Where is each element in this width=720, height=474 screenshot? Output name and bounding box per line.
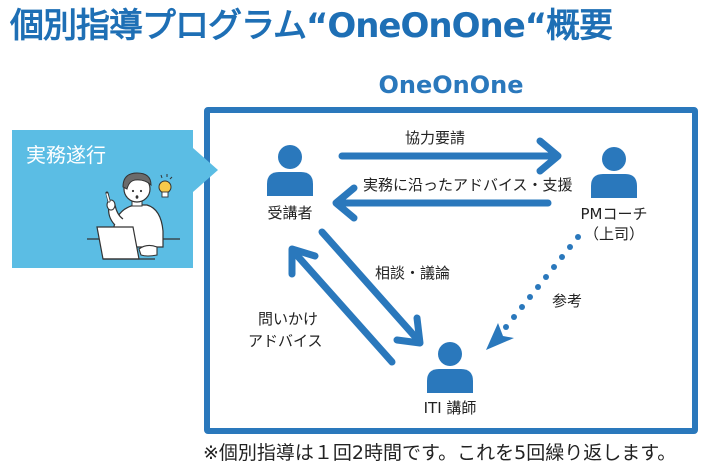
iti-instructor-person-icon — [427, 342, 473, 393]
pm-coach-person-icon — [591, 147, 637, 198]
edge-label-questioning: 問いかけ — [258, 310, 319, 328]
edge-label-practical-advice: 実務に沿ったアドバイス・支援 — [363, 176, 573, 194]
edge-label-reference: 参考 — [552, 292, 583, 310]
arrow-pm-to-iti-dotted — [495, 234, 581, 339]
footnote: ※個別指導は１回2時間です。これを5回繰り返します。 — [203, 442, 677, 464]
callout-label: 実務遂行 — [26, 143, 106, 167]
edge-label-advice: アドバイス — [248, 332, 323, 350]
trainee-label: 受講者 — [267, 204, 313, 222]
program-box-title: OneOnOne — [378, 71, 524, 99]
person-at-laptop-illustration — [87, 172, 180, 260]
arrow-trainee-to-iti — [318, 228, 422, 344]
pm-coach-sublabel: （上司） — [583, 225, 644, 243]
iti-instructor-label: ITI 講師 — [423, 399, 477, 417]
trainee-person-icon — [267, 145, 313, 196]
edge-label-cooperation-request: 協力要請 — [405, 129, 466, 147]
callout-pointer-arrow — [193, 148, 218, 192]
pm-coach-label: PMコーチ — [580, 205, 648, 223]
page-title: 個別指導プログラム“OneOnOne“概要 — [10, 6, 613, 46]
arrow-iti-to-trainee — [290, 248, 396, 366]
edge-label-consult-discuss: 相談・議論 — [375, 264, 451, 282]
